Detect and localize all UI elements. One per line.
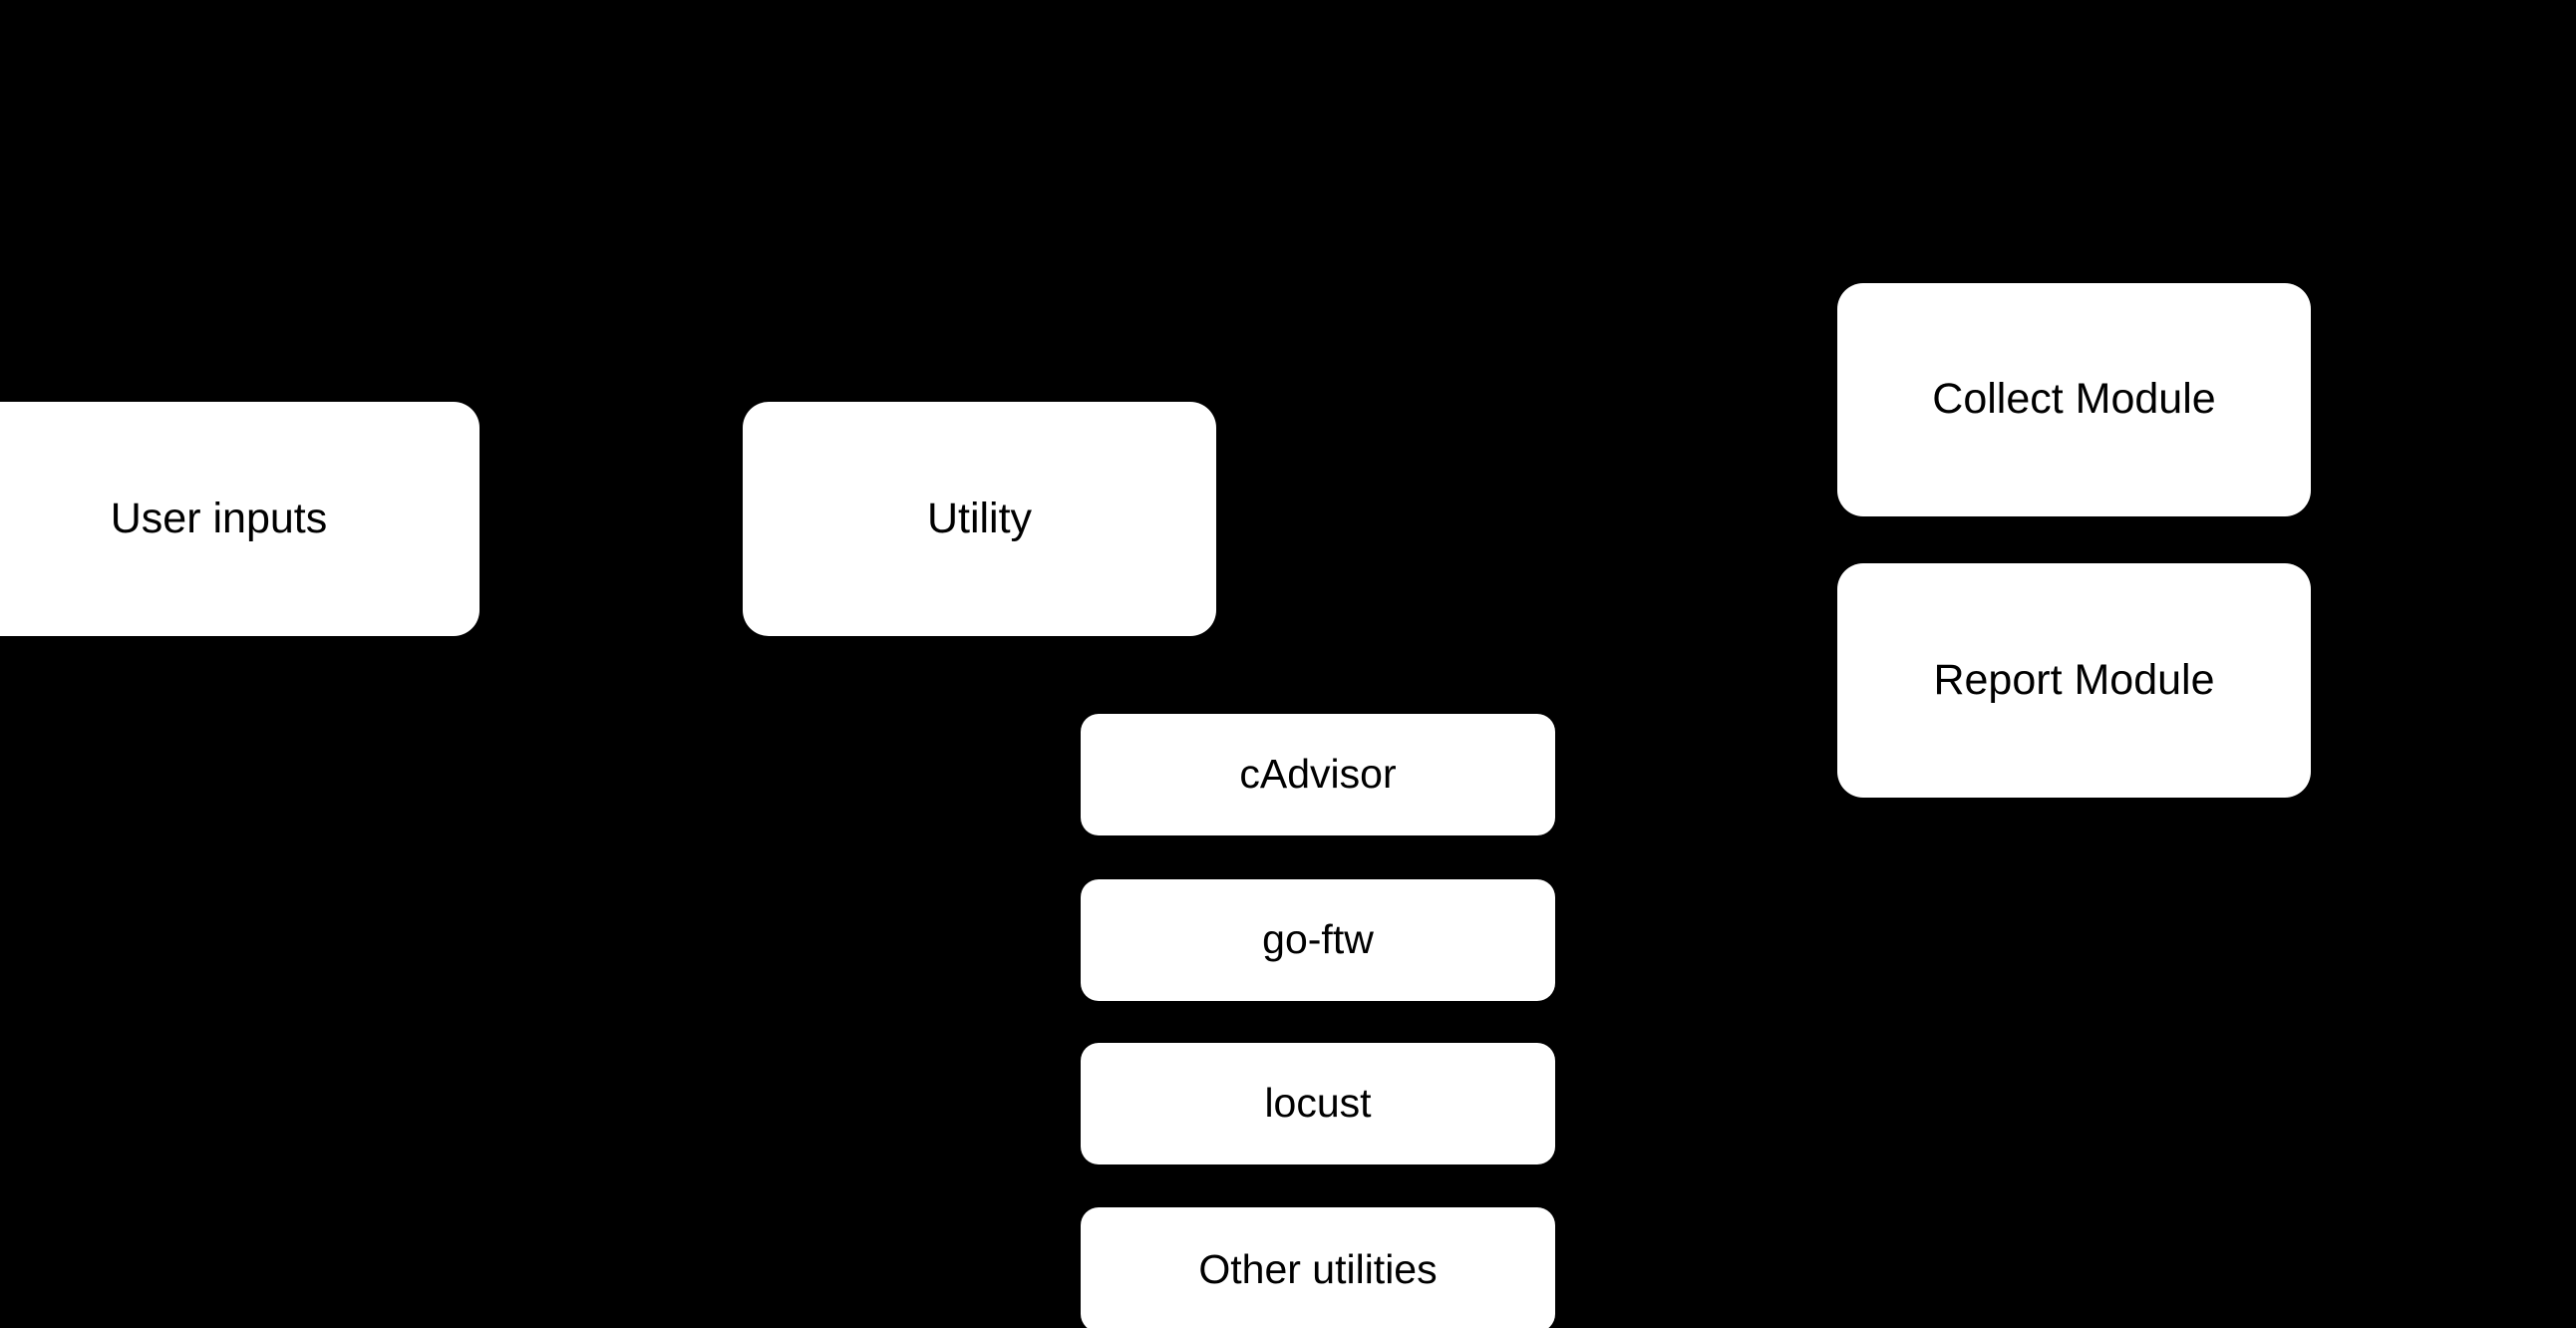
node-other-utilities-label: Other utilities xyxy=(1198,1245,1438,1292)
node-other-utilities[interactable]: Other utilities xyxy=(1081,1207,1555,1328)
node-collect-module-label: Collect Module xyxy=(1932,375,2216,424)
node-go-ftw[interactable]: go-ftw xyxy=(1081,879,1555,1001)
node-collect-module[interactable]: Collect Module xyxy=(1837,283,2311,516)
node-report-module-label: Report Module xyxy=(1933,655,2215,704)
node-user-inputs[interactable]: User inputs xyxy=(0,402,480,636)
node-locust[interactable]: locust xyxy=(1081,1043,1555,1164)
node-report-module[interactable]: Report Module xyxy=(1837,563,2311,798)
node-locust-label: locust xyxy=(1264,1080,1372,1127)
node-utility-label: Utility xyxy=(926,494,1033,542)
node-go-ftw-label: go-ftw xyxy=(1262,916,1374,963)
node-utility[interactable]: Utility xyxy=(743,402,1216,636)
node-user-inputs-label: User inputs xyxy=(110,494,328,542)
node-cadvisor-label: cAdvisor xyxy=(1239,751,1397,798)
node-cadvisor[interactable]: cAdvisor xyxy=(1081,714,1555,835)
